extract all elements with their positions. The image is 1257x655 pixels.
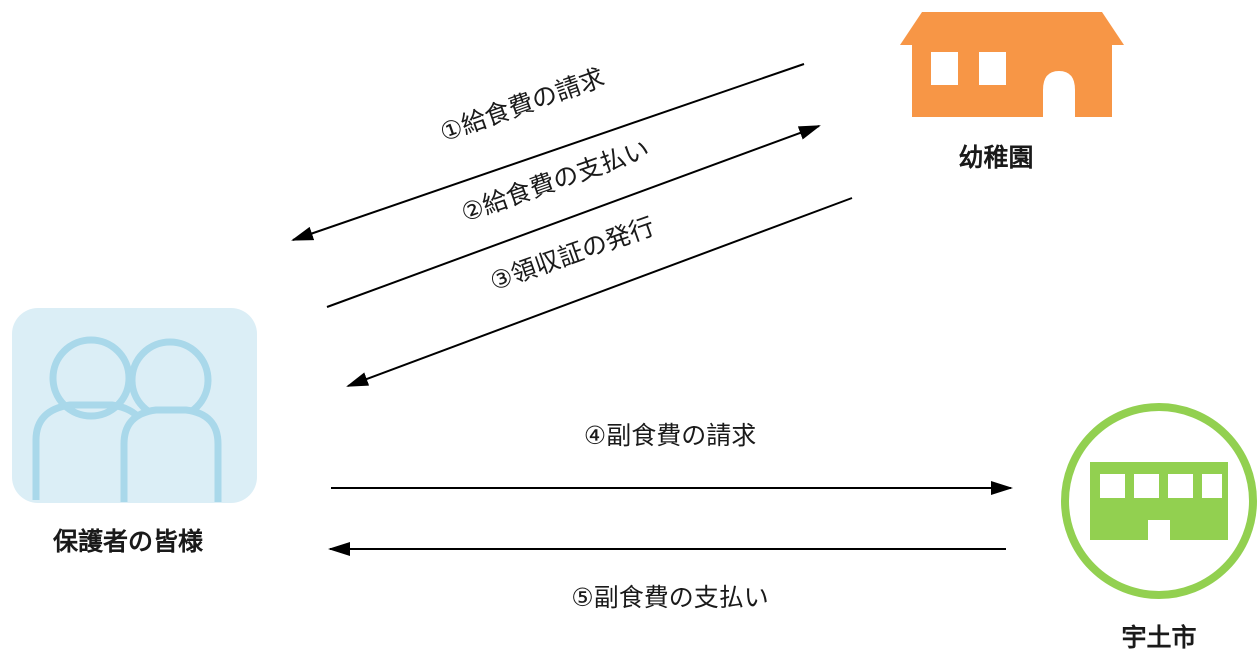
building-icon bbox=[1061, 403, 1257, 599]
flow-2-label: ②給食費の支払い bbox=[457, 134, 653, 227]
flow-2: ②給食費の支払い bbox=[326, 125, 821, 308]
flow-1-arrow bbox=[291, 63, 805, 241]
flow-3-label: ③領収証の発行 bbox=[486, 212, 658, 297]
flow-1-label: ①給食費の請求 bbox=[436, 63, 608, 148]
flow-2-arrow bbox=[326, 125, 821, 308]
kindergarten-label: 幼稚園 bbox=[958, 143, 1033, 172]
guardians-node: 保護者の皆様 bbox=[12, 308, 257, 556]
flow-3-arrow bbox=[346, 197, 853, 387]
flow-4-label: ④副食費の請求 bbox=[584, 421, 756, 450]
house-icon bbox=[900, 12, 1124, 117]
flow-5: ⑤副食費の支払い bbox=[328, 542, 1006, 612]
kindergarten-node: 幼稚園 bbox=[900, 12, 1124, 172]
flow-3: ③領収証の発行 bbox=[346, 197, 853, 387]
flow-1: ①給食費の請求 bbox=[291, 63, 805, 241]
flow-4: ④副食費の請求 bbox=[331, 421, 1013, 495]
city-label: 宇土市 bbox=[1121, 623, 1196, 652]
city-node: 宇土市 bbox=[1061, 403, 1257, 652]
people-icon bbox=[12, 308, 257, 503]
flow-5-label: ⑤副食費の支払い bbox=[571, 583, 768, 612]
guardians-label: 保護者の皆様 bbox=[52, 527, 204, 556]
